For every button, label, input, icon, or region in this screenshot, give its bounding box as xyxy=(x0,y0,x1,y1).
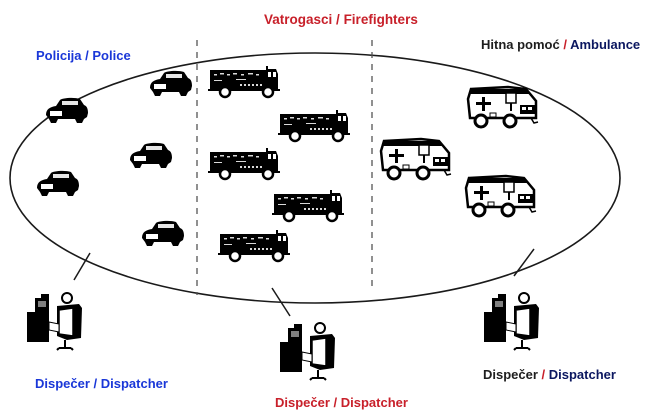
label-english: Dispatcher xyxy=(340,395,408,410)
connector-police-dispatcher xyxy=(73,252,91,281)
label-english: Police xyxy=(92,48,131,63)
group-label-firefighters: Vatrogasci / Firefighters xyxy=(264,12,418,27)
label-english: Dispatcher xyxy=(100,376,168,391)
connector-fire-dispatcher xyxy=(271,287,291,317)
fire-truck-icon xyxy=(206,64,282,99)
ambulance-icon xyxy=(379,137,453,181)
dispatcher-workstation-icon xyxy=(26,292,83,351)
label-separator: / xyxy=(559,37,571,52)
dispatcher-workstation-icon xyxy=(483,292,540,351)
dispatcher-label-ambulance: Dispečer / Dispatcher xyxy=(483,367,616,382)
shared-coverage-ellipse xyxy=(9,52,621,304)
fire-truck-icon xyxy=(216,228,292,263)
police-car-icon xyxy=(130,142,172,168)
label-english: Ambulance xyxy=(570,37,641,52)
fire-truck-icon xyxy=(276,108,352,143)
label-local: Dispečer xyxy=(275,395,330,410)
ambulance-icon xyxy=(466,85,540,129)
label-local: Vatrogasci xyxy=(264,12,333,27)
ambulance-icon xyxy=(464,174,538,218)
group-label-ambulance: Hitna pomoć / Ambulance xyxy=(481,37,640,52)
dispatcher-label-police: Dispečer / Dispatcher xyxy=(35,376,168,391)
group-label-police: Policija / Police xyxy=(36,48,131,63)
dispatcher-workstation-icon xyxy=(279,322,336,381)
label-separator: / xyxy=(89,376,101,391)
police-car-icon xyxy=(46,97,88,123)
label-separator: / xyxy=(332,12,344,27)
police-car-icon xyxy=(150,70,192,96)
label-local: Dispečer xyxy=(483,367,538,382)
dispatcher-label-firefighters: Dispečer / Dispatcher xyxy=(275,395,408,410)
label-local: Hitna pomoć xyxy=(481,37,560,52)
connector-ambulance-dispatcher xyxy=(513,248,535,277)
fire-truck-icon xyxy=(270,188,346,223)
label-local: Policija xyxy=(36,48,82,63)
label-separator: / xyxy=(329,395,341,410)
label-english: Firefighters xyxy=(343,12,418,27)
label-separator: / xyxy=(81,48,93,63)
label-local: Dispečer xyxy=(35,376,90,391)
fire-truck-icon xyxy=(206,146,282,181)
police-car-icon xyxy=(142,220,184,246)
label-english: Dispatcher xyxy=(548,367,616,382)
police-car-icon xyxy=(37,170,79,196)
label-separator: / xyxy=(537,367,549,382)
